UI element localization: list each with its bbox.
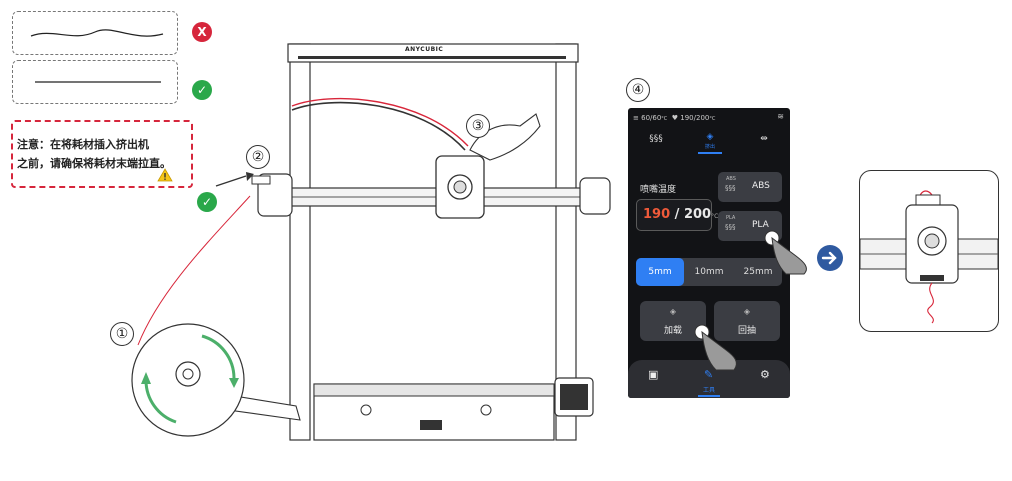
caution-line-1: 注意：在将耗材插入挤出机	[17, 138, 149, 151]
material-pla-tag: PLA	[726, 215, 736, 221]
tab-extrude-label: 挤出	[704, 144, 715, 150]
status-bed-unit: °C	[661, 116, 668, 122]
warning-triangle-icon	[157, 168, 173, 182]
wifi-icon: ≋	[777, 112, 784, 121]
length-option-25mm[interactable]: 25mm	[743, 267, 773, 277]
status-bed-temp: 60/60	[641, 114, 662, 122]
step-1-marker: ①	[110, 322, 134, 346]
caution-note-text: 注意：在将耗材插入挤出机 之前，请确保将耗材末端拉直。	[17, 135, 171, 173]
insert-ok-mark-icon: ✓	[197, 192, 217, 212]
caution-line-2: 之前，请确保将耗材末端拉直。	[17, 157, 171, 170]
wrong-mark-icon: X	[192, 22, 212, 42]
material-pla-label: PLA	[752, 220, 769, 230]
retract-filament-button[interactable]: ◈ 回抽	[714, 301, 780, 341]
step-4-marker: ④	[626, 78, 650, 102]
status-bar: ≡ 60/60°C ♥ 190/200°C	[633, 114, 715, 122]
nav-tools-label: 工具	[702, 387, 715, 394]
active-tab-indicator	[698, 152, 722, 154]
pointing-hand-load-icon	[694, 324, 737, 371]
heat-wave-icon: §§§	[725, 184, 736, 192]
nozzle-temp-value: 190 / 200°C	[643, 207, 718, 222]
heat-wave-icon: §§§	[725, 223, 736, 231]
straight-filament-example	[12, 60, 178, 104]
bent-filament-example	[12, 11, 178, 55]
bed-temp-icon: ≡	[633, 114, 639, 122]
status-nozzle-unit: °C	[709, 116, 716, 122]
nozzle-temp-field[interactable]: 190 / 200°C	[636, 199, 718, 231]
retract-filament-label: 回抽	[737, 326, 756, 336]
nozzle-temp-icon: ♥	[671, 114, 679, 122]
nozzle-temp-label: 喷嘴温度	[640, 185, 677, 195]
tab-extrude[interactable]: ◈ 挤出	[690, 132, 730, 150]
tab-temperature[interactable]: §§§	[636, 134, 676, 144]
extrude-length-selector: 5mm 10mm 25mm	[636, 258, 782, 286]
wrench-icon[interactable]: ✎	[704, 368, 714, 381]
nozzle-temp-separator: /	[670, 207, 684, 222]
step-2-marker: ②	[246, 145, 270, 169]
bottom-navigation: ▣ ✎ 工具 ⚙	[628, 360, 790, 398]
bent-filament-line	[30, 29, 164, 37]
settings-gear-icon[interactable]: ⚙	[760, 368, 770, 381]
material-abs-tag: ABS	[726, 176, 736, 182]
files-icon[interactable]: ▣	[648, 368, 659, 381]
load-icon: ◈	[669, 307, 677, 316]
sliders-icon: ⇹	[760, 134, 768, 144]
next-step-arrow-icon	[817, 245, 843, 271]
extruder-closeup-panel	[859, 170, 999, 332]
retract-icon: ◈	[743, 307, 751, 316]
printer-brand-label: ANYCUBIC	[405, 46, 444, 53]
nozzle-temp-target: 200	[683, 207, 712, 222]
length-option-5mm[interactable]: 5mm	[636, 258, 684, 286]
load-filament-label: 加载	[663, 326, 682, 336]
correct-mark-icon: ✓	[192, 80, 212, 100]
heat-icon: §§§	[649, 134, 663, 144]
nozzle-temp-unit: °C	[711, 213, 719, 220]
caution-note: 注意：在将耗材插入挤出机 之前，请确保将耗材末端拉直。	[11, 120, 193, 188]
material-abs-label: ABS	[752, 181, 770, 191]
extruder-closeup-illustration	[860, 190, 998, 324]
straight-filament-line	[35, 81, 161, 83]
active-nav-indicator	[698, 395, 720, 397]
material-abs-button[interactable]: ABS §§§ ABS	[718, 172, 782, 202]
extrude-icon: ◈	[706, 132, 714, 142]
length-option-10mm[interactable]: 10mm	[694, 267, 724, 277]
nozzle-temp-current: 190	[643, 207, 671, 222]
tab-adjust[interactable]: ⇹	[744, 134, 784, 144]
pointing-hand-pla-icon	[764, 230, 807, 275]
status-nozzle-temp: 190/200	[680, 114, 710, 122]
step-3-marker: ③	[466, 114, 490, 138]
